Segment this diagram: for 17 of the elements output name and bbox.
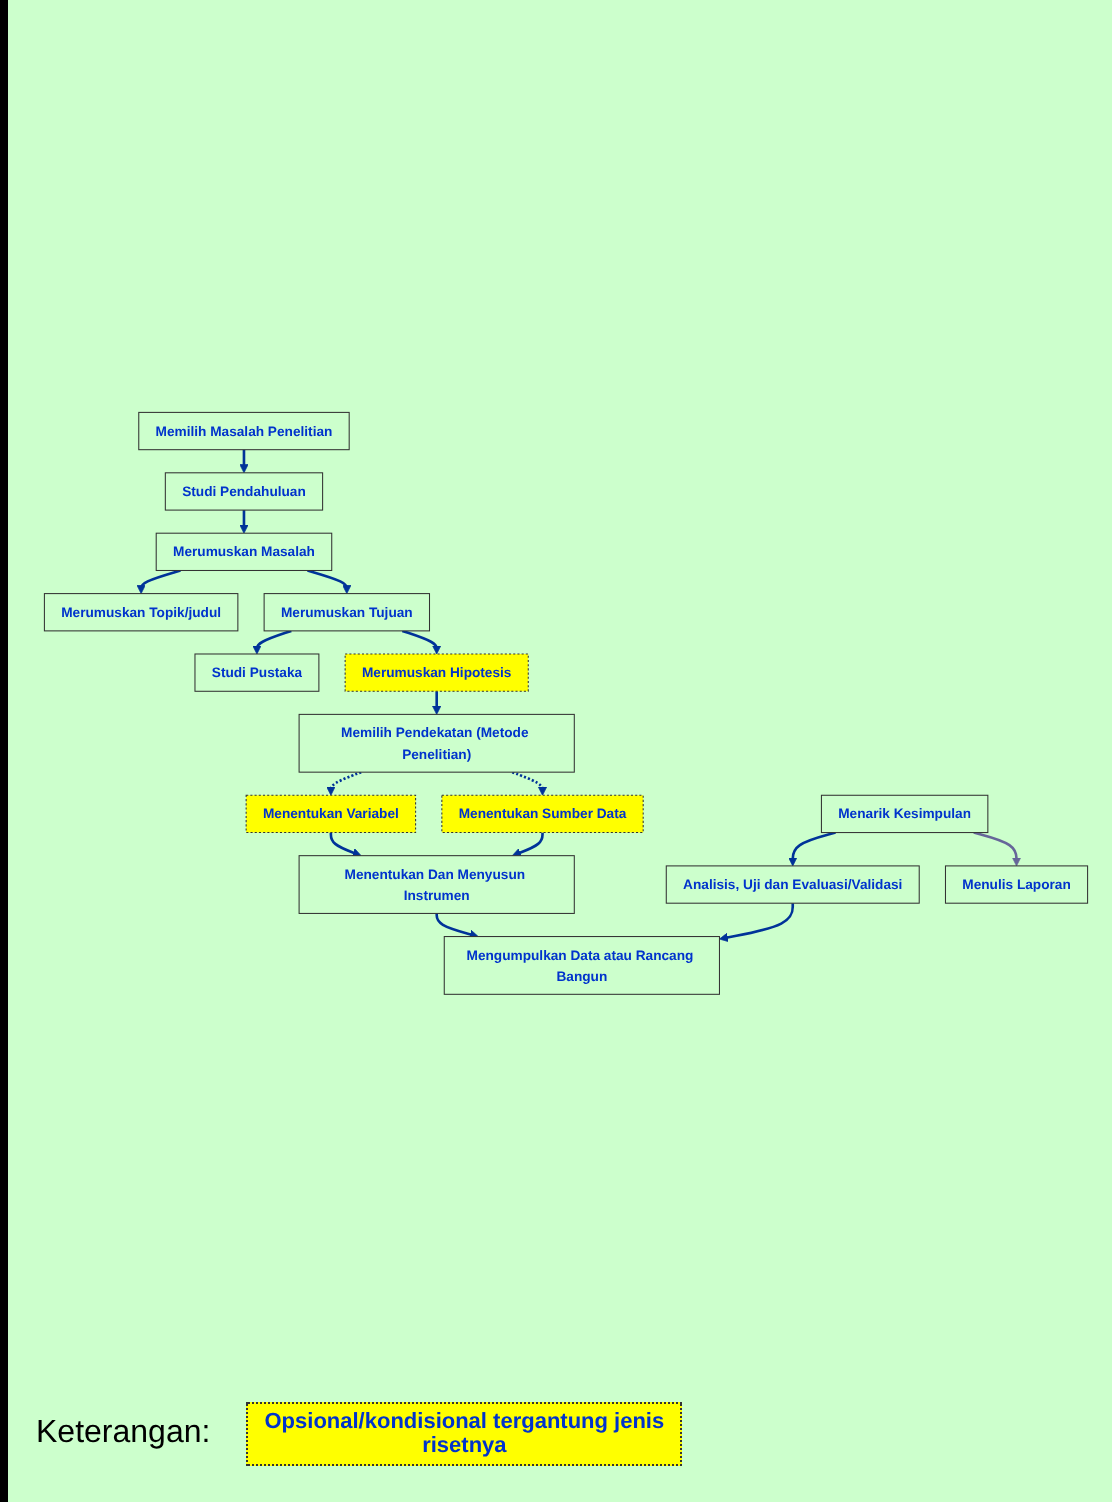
- arrow: [307, 568, 352, 594]
- arrow: [435, 913, 479, 939]
- arrow: [401, 629, 442, 655]
- arrow: [329, 832, 362, 857]
- arrow: [326, 770, 362, 796]
- arrow: [973, 830, 1022, 866]
- arrow: [511, 832, 544, 857]
- arrow: [239, 509, 249, 534]
- arrow: [432, 690, 442, 715]
- arrow: [511, 770, 548, 796]
- arrow: [252, 629, 292, 655]
- arrow: [136, 568, 181, 594]
- legend-entry: Opsional/kondisional tergantung jenis risetnya: [246, 1402, 683, 1466]
- arrow: [719, 902, 795, 942]
- legend-heading: Keterangan:: [36, 1416, 211, 1452]
- arrow: [788, 830, 836, 866]
- arrow: [239, 449, 249, 473]
